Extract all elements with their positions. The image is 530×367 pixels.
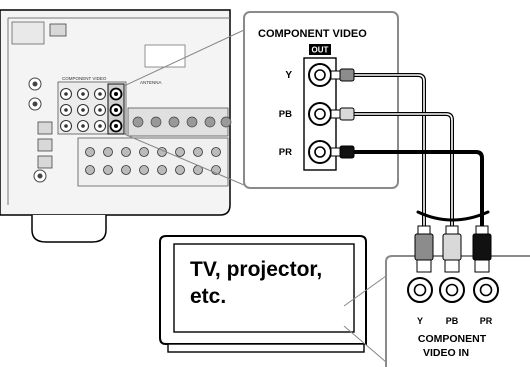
callout-plug-pr (330, 145, 355, 159)
plug-body-y (339, 68, 355, 82)
callout-plug-y (330, 68, 355, 82)
av-receiver-rear-panel: COMPONENT VIDEO ANTENNA (0, 9, 232, 243)
callout-title: COMPONENT VIDEO (258, 28, 367, 40)
tv-jack-label-y: Y (417, 316, 423, 326)
tv-jack-pb (439, 277, 465, 303)
receiver-component-video-label: COMPONENT VIDEO (62, 76, 107, 81)
tv-label: TV, projector, etc. (190, 256, 350, 310)
tv-jack-y (407, 277, 433, 303)
callout-jack-y (308, 63, 332, 87)
callout-jack-label-y: Y (285, 70, 292, 81)
callout-jack-pb (308, 102, 332, 126)
callout-plug-pb (330, 107, 355, 121)
out-badge-text: OUT (312, 46, 329, 55)
tv-plug-pr (472, 225, 492, 273)
tv-label-line1: TV, projector, (190, 258, 323, 281)
tv-plug-pb (442, 225, 462, 273)
callout-jack-pr (308, 140, 332, 164)
receiver-foot (31, 215, 107, 243)
receiver-antenna-label: ANTENNA (140, 80, 162, 85)
out-badge (309, 44, 331, 55)
tv-jack-label-pb: PB (446, 316, 459, 326)
tv-plug-y (414, 225, 434, 273)
tv-projector (159, 235, 367, 353)
callout-jack-label-pb: PB (279, 109, 292, 120)
callout-jack-label-pr: PR (279, 147, 292, 158)
tv-input-caption-line1: COMPONENT (418, 333, 487, 345)
tv-jack-label-pr: PR (480, 316, 493, 326)
component-video-in-panel: Y PB PR COMPONENT VIDEO IN (343, 255, 530, 367)
component-video-cable (350, 73, 490, 230)
tv-label-line2: etc. (190, 285, 227, 308)
tv-jack-pr (473, 277, 499, 303)
tv-input-caption-line2: VIDEO IN (423, 347, 469, 359)
